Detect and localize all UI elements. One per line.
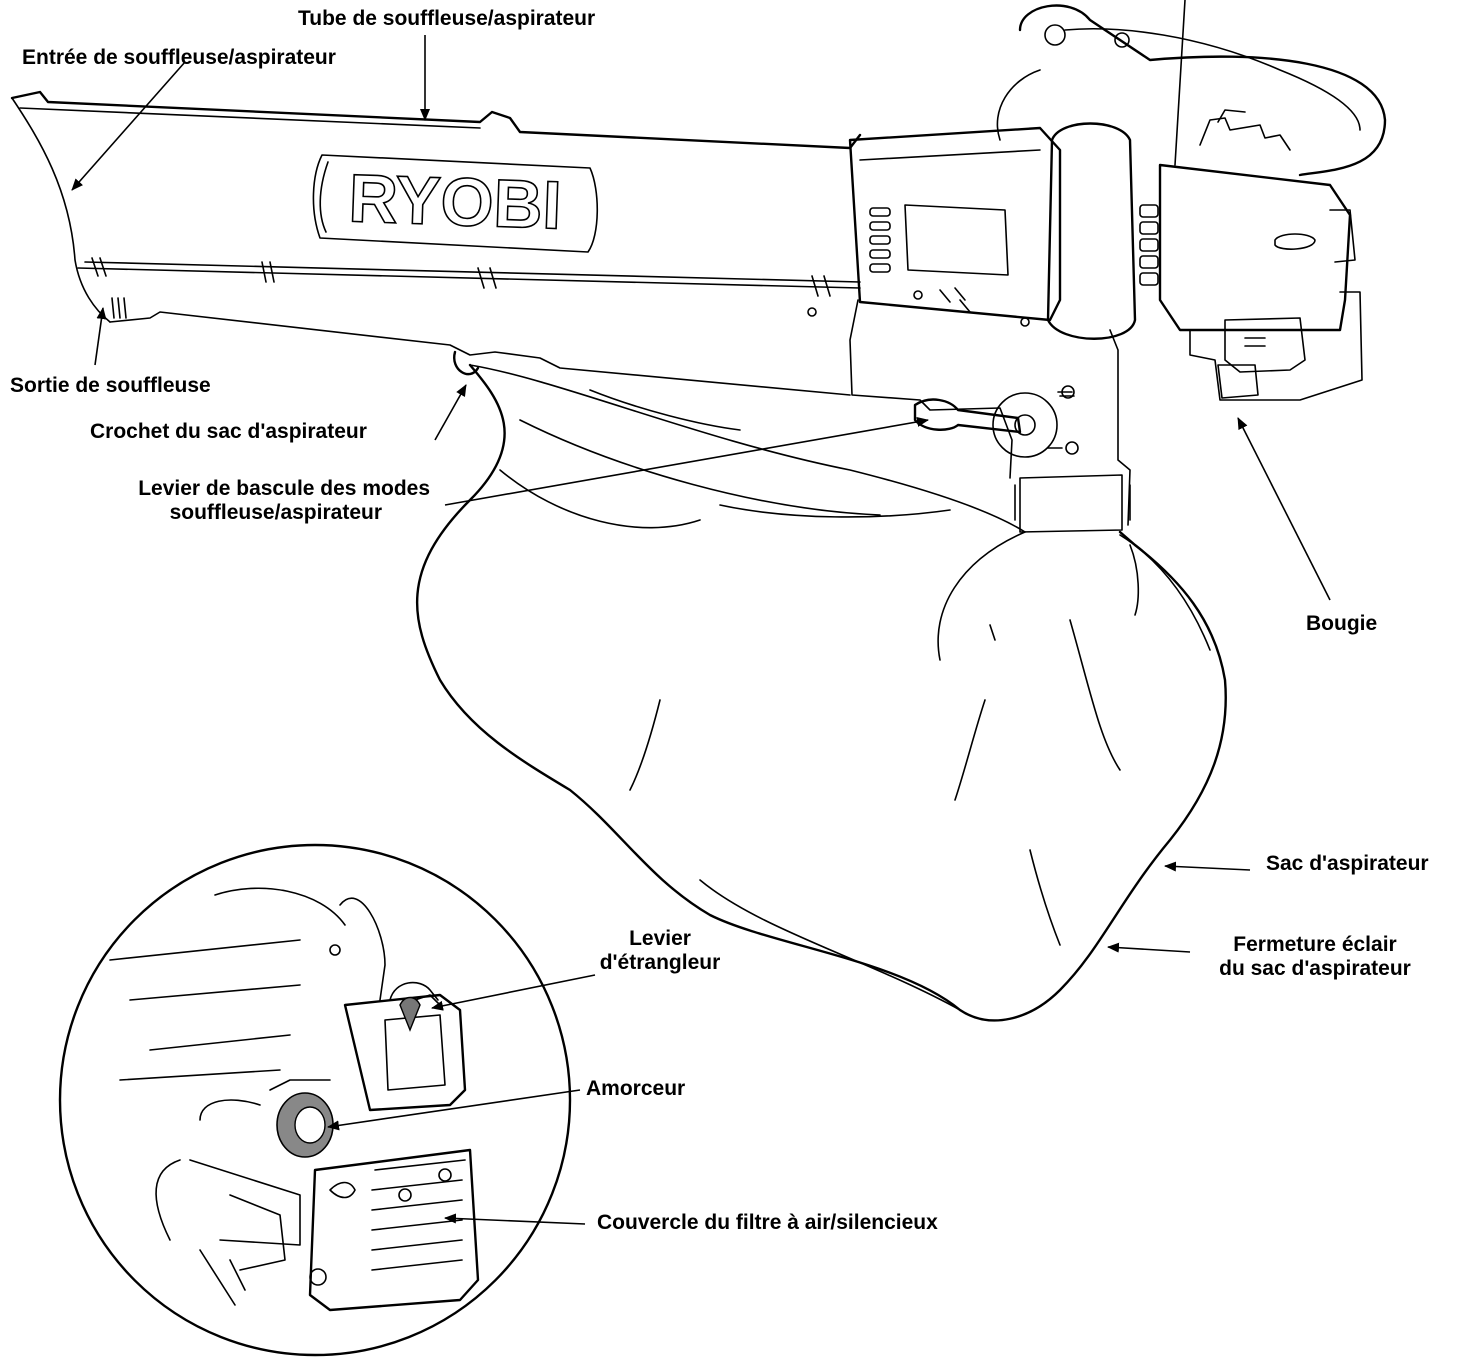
vacuum-bag (415, 363, 1227, 1022)
logo-text: RYOBI (347, 160, 562, 243)
label-fermeture-line1: Fermeture éclair (1233, 933, 1397, 956)
label-fermeture-line2: du sac d'aspirateur (1219, 957, 1411, 980)
label-couvercle: Couvercle du filtre à air/silencieux (597, 1211, 938, 1234)
ryobi-logo: RYOBI (312, 154, 599, 253)
label-entree: Entrée de souffleuse/aspirateur (22, 46, 336, 69)
label-fermeture: Fermeture éclair du sac d'aspirateur (1195, 933, 1435, 981)
label-levier-modes: Levier de bascule des modes souffleuse/a… (60, 477, 430, 525)
label-levier-modes-line1: Levier de bascule des modes (138, 477, 430, 500)
leader-amorceur (327, 1089, 581, 1131)
leader-sac (1164, 861, 1251, 872)
label-sac: Sac d'aspirateur (1266, 852, 1429, 875)
leader-sortie (94, 307, 107, 366)
inset-detail (58, 843, 572, 1357)
leader-couvercle (444, 1213, 586, 1225)
leader-etrangleur (431, 974, 596, 1011)
blower-tube (10, 90, 862, 396)
label-etrangleur: Levier d'étrangleur (590, 927, 730, 975)
label-bougie: Bougie (1306, 612, 1378, 635)
label-levier-modes-line2: souffleuse/aspirateur (169, 501, 382, 524)
leader-lines (71, 35, 1331, 1225)
label-amorceur: Amorceur (586, 1077, 686, 1100)
engine-housing (453, 0, 1387, 533)
label-crochet: Crochet du sac d'aspirateur (90, 420, 367, 443)
leader-crochet (434, 384, 467, 441)
label-tube: Tube de souffleuse/aspirateur (298, 7, 596, 30)
label-sortie: Sortie de souffleuse (10, 374, 211, 397)
label-etrangleur-line1: Levier (629, 927, 691, 950)
leader-bougie (1237, 417, 1331, 601)
label-etrangleur-line2: d'étrangleur (599, 951, 721, 974)
leader-fermeture (1107, 942, 1191, 953)
leader-levier-modes (444, 416, 929, 506)
leader-entree (71, 61, 186, 191)
